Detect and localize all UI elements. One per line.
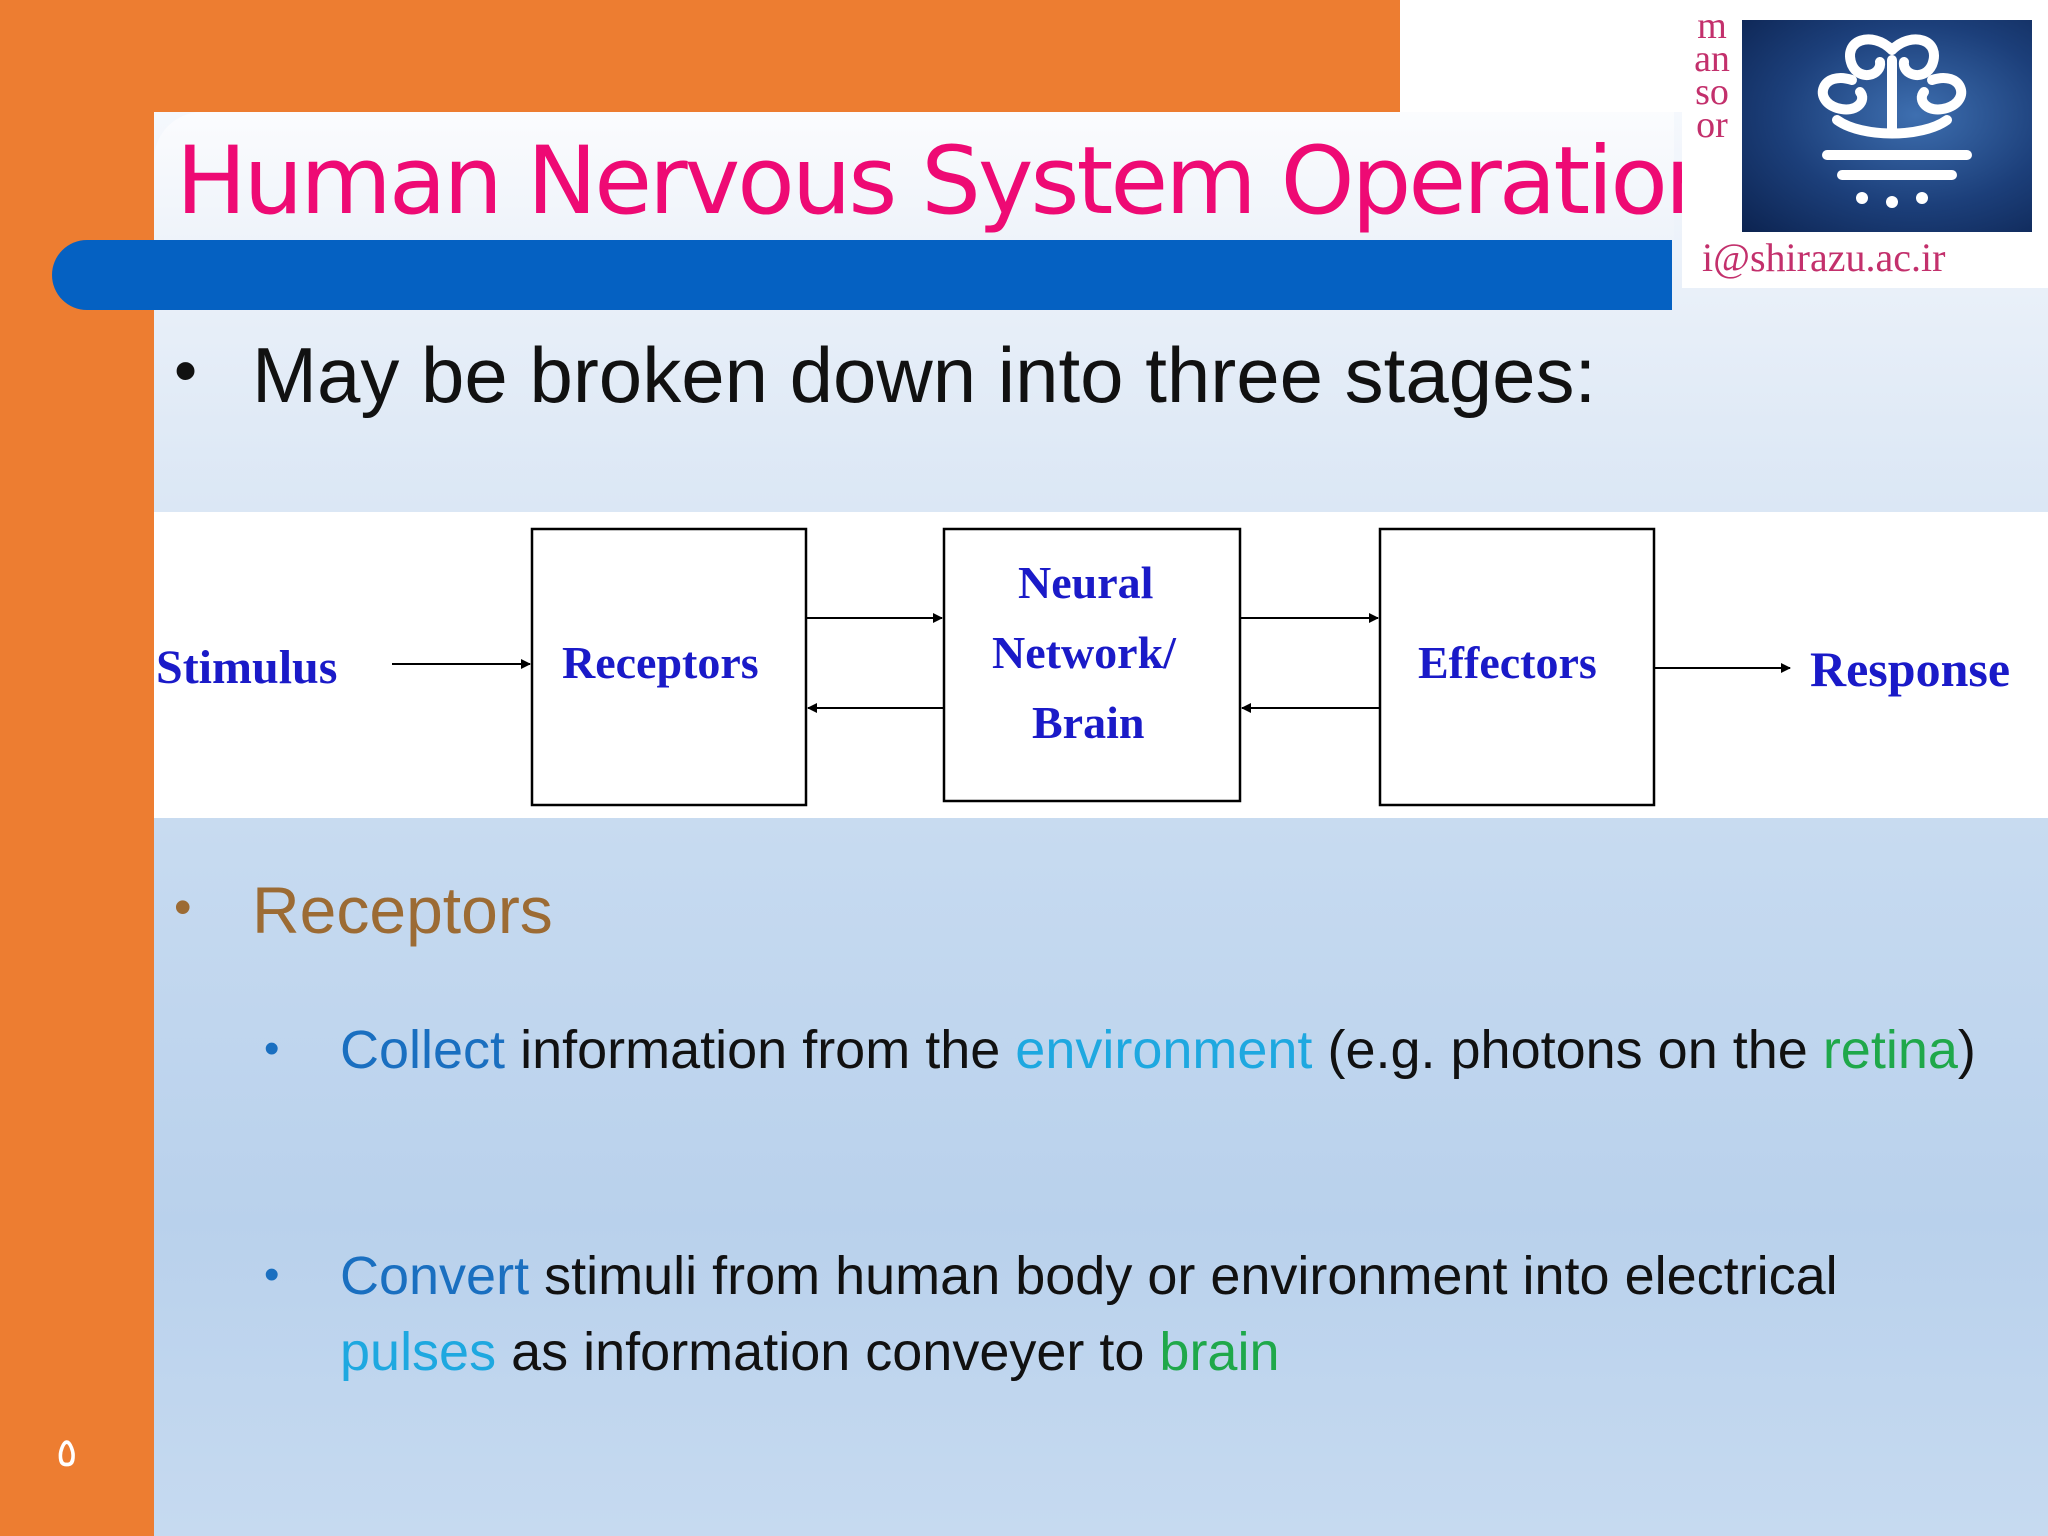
- slide-content-background: [154, 112, 2048, 1536]
- left-accent-strip: [0, 0, 154, 1536]
- diagram-shapes: [392, 527, 1791, 807]
- main-bullet-text: May be broken down into three stages:: [252, 331, 1597, 419]
- neural-network-box: [942, 527, 1242, 803]
- emblem-graphic: [1817, 34, 1972, 208]
- sub-heading: Receptors: [252, 873, 553, 947]
- text-segment: information from the: [505, 1020, 1016, 1080]
- slide-number: ٥: [56, 1431, 78, 1475]
- text-segment: ): [1957, 1020, 1976, 1080]
- stimulus-label: Stimulus: [156, 641, 338, 694]
- text-segment: stimuli from human body or environment i…: [529, 1246, 1838, 1306]
- title-tab: [154, 112, 1674, 242]
- neural-label-line3: Brain: [1032, 697, 1145, 748]
- logo-email-text: i@shirazu.ac.ir: [1702, 235, 1946, 280]
- logo-vertical-text: mansoor: [1694, 5, 1730, 146]
- bullet-text-collect: Collect information from the environment…: [340, 1012, 1990, 1088]
- bullet-dot-1: •: [264, 1024, 280, 1073]
- bullet-text-convert: Convert stimuli from human body or envir…: [340, 1238, 1990, 1390]
- top-accent-band: [0, 0, 1400, 112]
- bullet-dot: •: [174, 333, 198, 407]
- text-segment: (e.g. photons on the: [1312, 1020, 1823, 1080]
- effectors-label: Effectors: [1418, 637, 1597, 688]
- keyword-environment: environment: [1015, 1020, 1313, 1080]
- nervous-system-diagram: Stimulus Receptors Neural Network/ Brain…: [154, 512, 2048, 818]
- text-segment: as information conveyer to: [496, 1322, 1160, 1382]
- receptors-label: Receptors: [562, 637, 759, 688]
- keyword-convert: Convert: [340, 1246, 530, 1306]
- neural-label-line1: Neural: [1018, 557, 1154, 608]
- title-underline-bar: [52, 240, 1672, 310]
- receptors-box: [530, 527, 808, 807]
- keyword-brain: brain: [1159, 1322, 1280, 1382]
- neural-label-line2: Network/: [992, 627, 1176, 678]
- sub-heading-bullet-dot: •: [174, 879, 192, 935]
- slide-title: Human Nervous System Operation: [176, 127, 1724, 236]
- shiraz-university-emblem-icon: [1742, 20, 2032, 232]
- bullet-dot-2: •: [264, 1250, 280, 1299]
- keyword-pulses: pulses: [340, 1322, 497, 1382]
- keyword-collect: Collect: [340, 1020, 506, 1080]
- keyword-retina: retina: [1822, 1020, 1958, 1080]
- response-label: Response: [1810, 641, 2011, 697]
